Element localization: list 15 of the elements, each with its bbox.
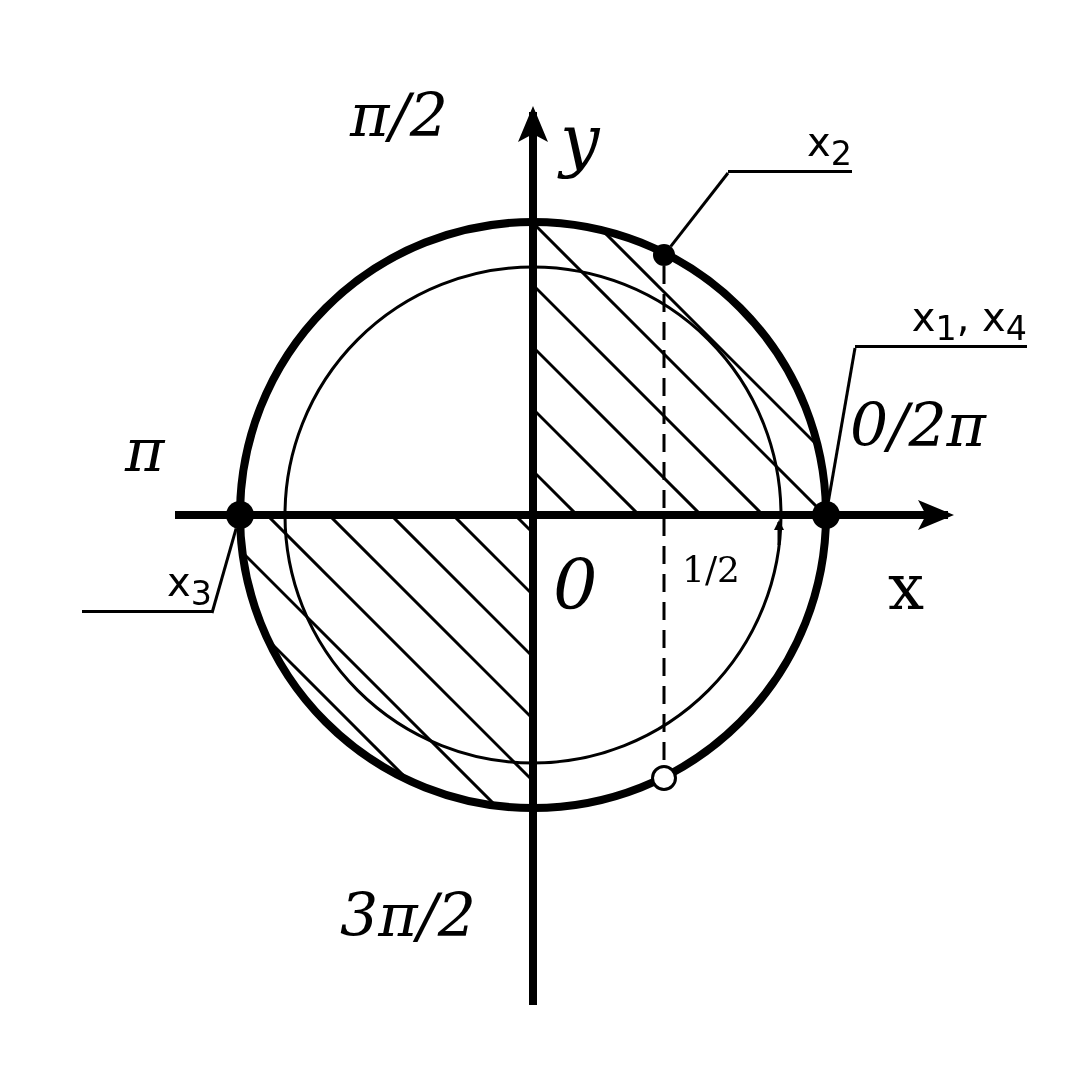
axis-label: x xyxy=(888,555,925,619)
angle-label: π xyxy=(125,420,165,480)
point-label: x$_{1}$, x$_{4}$ xyxy=(911,296,1027,345)
angle-label: 3π/2 xyxy=(340,885,476,945)
angle-label: π/2 xyxy=(350,85,448,145)
point-label: x$_{2}$ xyxy=(807,121,852,170)
tick-label: 1/2 xyxy=(682,552,740,588)
leader-line xyxy=(210,528,238,614)
angle-label: 0/2π xyxy=(850,395,986,455)
open-point-marker xyxy=(651,765,677,791)
point-marker xyxy=(653,244,675,266)
point-label: x$_{3}$ xyxy=(167,561,212,610)
origin-label: 0 xyxy=(553,550,598,620)
leader-line xyxy=(826,347,857,502)
leader-line xyxy=(669,172,730,248)
